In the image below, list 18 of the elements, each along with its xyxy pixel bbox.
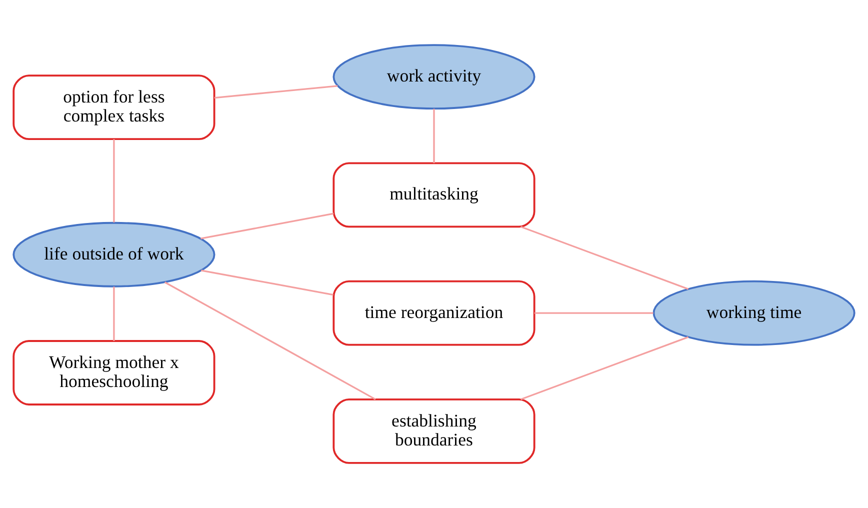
node-box: time reorganization: [332, 280, 536, 346]
node-ellipse: work activity: [332, 44, 536, 110]
connector: [113, 139, 115, 222]
connector: [201, 270, 334, 296]
node-ellipse: life outside of work: [12, 222, 216, 288]
node-box: Working mother x homeschooling: [12, 340, 216, 406]
node-box: option for less complex tasks: [12, 74, 216, 140]
node-box: multitasking: [332, 162, 536, 228]
connector: [433, 108, 435, 164]
connector: [534, 312, 654, 314]
connector: [164, 282, 376, 400]
connector: [200, 212, 334, 240]
node-box: establishing boundaries: [332, 398, 536, 464]
connector: [214, 85, 338, 99]
connector: [113, 286, 115, 341]
connector: [520, 226, 689, 290]
connector: [520, 336, 689, 400]
node-ellipse: working time: [652, 280, 856, 346]
